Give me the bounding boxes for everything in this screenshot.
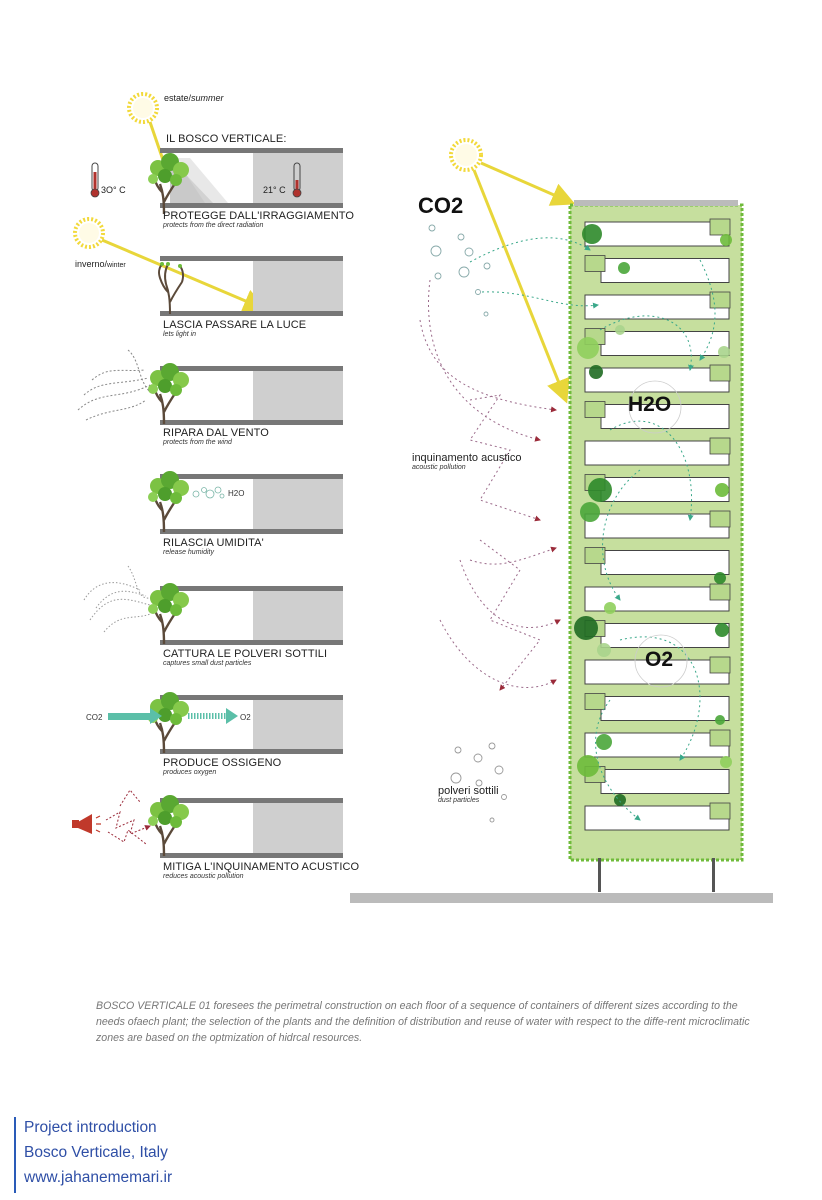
tower-tree-canopy (715, 623, 729, 637)
dust-lines (83, 565, 151, 633)
diagram-canvas: H2O CO2 O2 (72, 92, 773, 903)
tower-tree-canopy (574, 616, 598, 640)
tower-sun-icon (449, 138, 483, 172)
noise-arrows (419, 279, 561, 691)
plant-container (709, 291, 731, 309)
panel-o2-label: O2 (240, 713, 251, 722)
outside-temp: 3O° C (101, 185, 126, 195)
panel-caption-1: PROTEGGE DALL'IRRAGGIAMENTO protects fro… (163, 210, 355, 229)
plant-container (584, 255, 606, 272)
tower-floor-slab (584, 367, 730, 393)
wind-lines (77, 349, 151, 421)
tower-tree-canopy (577, 337, 599, 359)
plant-container (584, 401, 606, 418)
tower-tree-canopy (618, 262, 630, 274)
tower-tree-canopy (715, 715, 725, 725)
summer-sun-icon (127, 92, 159, 124)
tower-tree-canopy (718, 346, 730, 358)
panel-captures-dust (83, 565, 343, 646)
plant-container (709, 218, 731, 236)
tower-h2o-label: H2O (628, 393, 672, 416)
panel-caption-5: CATTURA LE POLVERI SOTTILI captures smal… (163, 648, 328, 667)
tower-tree-canopy (614, 794, 626, 806)
panel-co2-label: CO2 (86, 713, 103, 722)
panel-produces-oxygen: CO2 O2 (86, 690, 343, 755)
panel-h2o-label: H2O (228, 489, 244, 498)
tower-tree-canopy (604, 602, 616, 614)
tower-floor-slab (600, 477, 730, 502)
diagram-title: IL BOSCO VERTICALE: (166, 133, 287, 145)
dust-label: polveri sottili dust particles (438, 785, 499, 804)
tower-floor-slab (584, 513, 730, 539)
tower-floor-slab (584, 805, 730, 831)
megaphone-icon (72, 814, 101, 834)
panel-lets-light-in (157, 256, 343, 316)
tower-floor-slab (584, 221, 730, 247)
tower-tree-canopy (597, 643, 611, 657)
tower-floor-slab (584, 294, 730, 320)
plant-container (709, 510, 731, 528)
ground-line (350, 893, 773, 903)
tower-floor-slab (600, 550, 730, 575)
plant-container (584, 693, 606, 710)
winter-sun-icon (73, 217, 105, 249)
tower-tree-canopy (596, 734, 612, 750)
summer-label: estate/summer (164, 93, 224, 103)
tower-floor-slab (584, 440, 730, 466)
tower-tree-canopy (714, 572, 726, 584)
panel-caption-6: PRODUCE OSSIGENO produces oxygen (163, 757, 282, 776)
thermometer-inside-icon (292, 162, 302, 198)
plant-container (709, 583, 731, 601)
tower-tree-canopy (715, 483, 729, 497)
tower-tree-canopy (588, 478, 612, 502)
tower-floors (584, 218, 731, 831)
panel-caption-7: MITIGA L'INQUINAMENTO ACUSTICO reduces a… (163, 861, 360, 880)
tower-co2-label: CO2 (418, 193, 464, 218)
panel-caption-4: RILASCIA UMIDITA' release humidity (163, 537, 264, 556)
tower-tree-canopy (577, 755, 599, 777)
footer-website-link[interactable]: www.jahanememari.ir (24, 1169, 173, 1186)
tower-floor-slab (600, 696, 730, 721)
tower-floor-slab (600, 331, 730, 356)
footer-project-name: Bosco Verticale, Italy (24, 1144, 168, 1161)
panel-caption-3: RIPARA DAL VENTO protects from the wind (163, 427, 269, 446)
inside-temp: 21° C (263, 185, 286, 195)
plant-container (709, 364, 731, 382)
dust-bubbles (450, 742, 507, 823)
acoustic-label: inquinamento acustico acoustic pollution (412, 452, 522, 471)
winter-label: inverno/winter (75, 259, 126, 269)
air-flow-arrows (469, 237, 716, 821)
panel-reduces-noise (72, 789, 343, 858)
panel-wind-protection (77, 349, 343, 426)
tower-tree-canopy (720, 756, 732, 768)
thermometer-outside-icon (90, 162, 100, 198)
plant-container (709, 437, 731, 455)
tower-floor-slab (600, 404, 730, 429)
humidity-bubbles (192, 486, 225, 499)
plant-container (584, 547, 606, 564)
tower-tree-canopy (615, 325, 625, 335)
tower-tree-canopy (582, 224, 602, 244)
tower-o2-label: O2 (645, 648, 674, 671)
tower-tree-canopy (580, 502, 600, 522)
plant-container (709, 729, 731, 747)
tower-tree-canopy (720, 234, 732, 246)
footer-project-intro: Project introduction (24, 1119, 157, 1136)
description-caption: BOSCO VERTICALE 01 foresees the perimetr… (96, 1000, 750, 1044)
tower-trees (574, 224, 732, 806)
footer-accent-bar (14, 1117, 16, 1193)
plant-container (709, 656, 731, 674)
panel-caption-2: LASCIA PASSARE LA LUCE lets light in (163, 319, 307, 338)
panel-protects-radiation (90, 148, 343, 216)
tower-tree-canopy (589, 365, 603, 379)
panel-release-humidity: H2O (146, 469, 343, 534)
co2-bubbles (428, 224, 491, 317)
plant-container (709, 802, 731, 820)
tower-floor-slab (600, 769, 730, 794)
